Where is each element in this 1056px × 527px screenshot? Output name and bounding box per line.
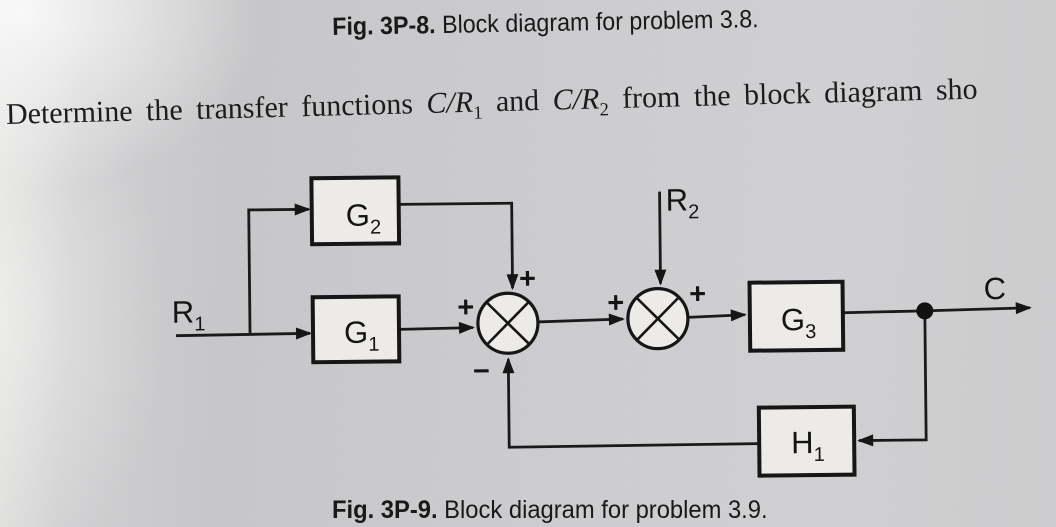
pickoff-node (916, 302, 934, 320)
figure-caption-3p9: Fig. 3P-9. Block diagram for problem 3.9… (332, 496, 768, 525)
block-g3-label: G3 (781, 302, 817, 343)
block-g1-label: G1 (344, 315, 380, 356)
block-h1 (756, 404, 857, 478)
block-g1 (310, 294, 402, 365)
figure-caption-3p9-number: Fig. 3P-9. (332, 496, 438, 524)
sum1-bottom-minus-sign: − (473, 355, 490, 387)
block-g2 (309, 175, 402, 247)
wire-r1-to-g1 (176, 327, 313, 340)
sum1-top-plus-sign: + (519, 263, 536, 295)
sum2-top-plus-sign: + (689, 278, 706, 310)
input-r1-label: R1 (172, 294, 206, 335)
block-g2-label: G2 (346, 198, 382, 239)
wire-g3-to-node (842, 309, 925, 315)
wire-h1-to-sum1 (502, 357, 760, 449)
wire-sum1-to-sum2 (537, 313, 625, 326)
sum2-left-plus-sign: + (607, 287, 624, 319)
block-g3 (747, 279, 846, 353)
wire-g2-to-sum1 (398, 201, 519, 291)
wire-branch-to-g2 (247, 203, 311, 334)
input-r2-label: R2 (665, 182, 699, 223)
summing-junction-1: + + − (457, 263, 540, 388)
wire-r2-to-sum2 (654, 191, 667, 286)
wire-node-to-c (924, 302, 1032, 315)
figure-caption-3p9-text: Block diagram for problem 3.9. (437, 496, 768, 524)
wire-node-to-h1 (857, 310, 928, 447)
summing-junction-2: + + (607, 278, 706, 351)
output-c-label: C (983, 271, 1006, 306)
block-h1-label: H1 (791, 425, 825, 466)
wire-g1-to-sum1 (398, 321, 475, 334)
sum1-left-plus-sign: + (457, 292, 474, 324)
wire-sum2-to-g3 (687, 309, 747, 322)
